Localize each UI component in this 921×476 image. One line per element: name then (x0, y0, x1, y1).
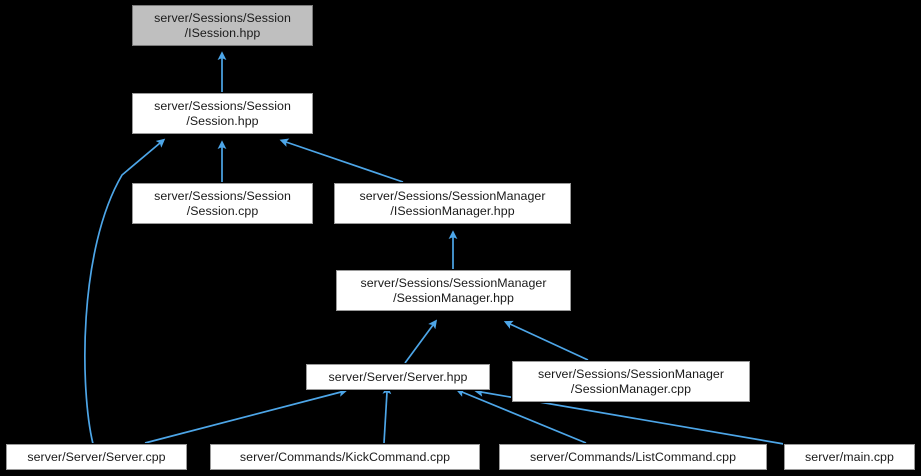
graph-edge-isessionmanager-hpp-to-session-hpp (279, 138, 404, 183)
graph-node-server-hpp[interactable]: server/Server/Server.hpp (305, 363, 491, 391)
graph-node-label: server/Commands/ListCommand.cpp (529, 449, 737, 464)
graph-node-label: server/Sessions/Session /ISession.hpp (154, 10, 291, 40)
graph-node-listcommand-cpp[interactable]: server/Commands/ListCommand.cpp (498, 443, 768, 471)
graph-node-label: server/Sessions/Session /Session.cpp (154, 188, 291, 218)
graph-edge-sessionmanager-cpp-to-sessionmanager-hpp (503, 320, 589, 361)
graph-node-label: server/main.cpp (805, 449, 894, 464)
graph-edge-listcommand-cpp-to-server-hpp (455, 388, 587, 444)
graph-node-label: server/Sessions/SessionManager /ISession… (359, 188, 546, 218)
graph-edge-server-cpp-to-session-hpp (84, 138, 166, 445)
graph-node-label: server/Server/Server.cpp (27, 449, 166, 464)
graph-edge-server-hpp-to-sessionmanager-hpp (404, 319, 438, 364)
graph-node-main-cpp[interactable]: server/main.cpp (783, 443, 916, 471)
graph-node-sessionmanager-hpp[interactable]: server/Sessions/SessionManager /SessionM… (335, 269, 572, 312)
graph-node-label: server/Commands/KickCommand.cpp (239, 449, 451, 464)
graph-edge-server-cpp-to-server-hpp (144, 388, 348, 444)
graph-node-sessionmanager-cpp[interactable]: server/Sessions/SessionManager /SessionM… (511, 360, 751, 403)
graph-node-server-cpp[interactable]: server/Server/Server.cpp (5, 443, 188, 471)
graph-node-label: server/Sessions/Session /Session.hpp (154, 98, 291, 128)
graph-node-label: server/Server/Server.hpp (328, 369, 468, 384)
graph-node-isessionmanager-hpp[interactable]: server/Sessions/SessionManager /ISession… (333, 182, 572, 225)
graph-edge-kickcommand-cpp-to-server-hpp (382, 385, 392, 444)
graph-node-label: server/Sessions/SessionManager /SessionM… (360, 275, 547, 305)
graph-node-kickcommand-cpp[interactable]: server/Commands/KickCommand.cpp (209, 443, 481, 471)
graph-node-session-hpp[interactable]: server/Sessions/Session /Session.hpp (131, 92, 314, 135)
graph-node-label: server/Sessions/SessionManager /SessionM… (537, 366, 725, 396)
graph-node-isession-hpp[interactable]: server/Sessions/Session /ISession.hpp (131, 4, 314, 47)
graph-node-session-cpp[interactable]: server/Sessions/Session /Session.cpp (131, 182, 314, 225)
